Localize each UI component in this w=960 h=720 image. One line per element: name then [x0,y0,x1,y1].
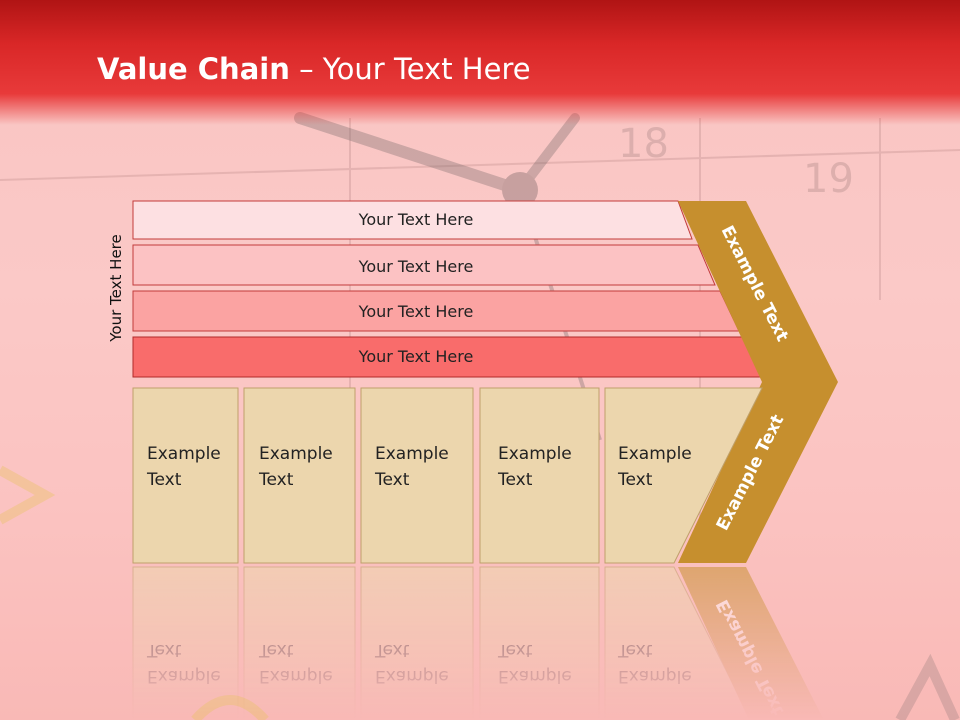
primary-box-line1: Example [147,444,221,464]
svg-text:Example: Example [259,666,333,686]
support-row: Your Text Here [132,244,716,286]
svg-text:Text: Text [617,640,653,660]
primary-box-shape [360,387,474,564]
primary-box-shape [243,387,356,564]
primary-box-line1: Example [259,444,333,464]
title-rest: – Your Text Here [289,52,531,86]
svg-text:Text: Text [258,640,294,660]
title-bar [0,0,960,125]
primary-box-shape [132,387,239,564]
svg-text:Example: Example [147,666,221,686]
primary-box-line2: Text [146,470,182,490]
primary-box-line2: Text [258,470,294,490]
margin-chevron [678,201,838,563]
svg-text:19: 19 [803,156,854,202]
svg-text:Text: Text [146,640,182,660]
support-row-label: Your Text Here [358,257,474,276]
primary-box: Example Text [360,387,474,564]
support-row-label: Your Text Here [358,347,474,366]
support-row: Your Text Here [132,200,693,240]
primary-box-line1: Example [618,444,692,464]
primary-box-line2: Text [374,470,410,490]
svg-text:Text: Text [374,640,410,660]
side-label: Your Text Here [107,234,125,342]
primary-box: Example Text [604,387,763,564]
support-row-label: Your Text Here [358,210,474,229]
svg-text:Example: Example [375,666,449,686]
svg-text:18: 18 [618,121,669,167]
primary-box-shape [604,387,763,564]
primary-box-line1: Example [498,444,572,464]
primary-box: Example Text [479,387,600,564]
primary-box: Example Text [132,387,239,564]
support-row: Your Text Here [132,290,740,332]
primary-box-line2: Text [617,470,653,490]
support-row-label: Your Text Here [358,302,474,321]
primary-box-shape [479,387,600,564]
support-row: Your Text Here [132,336,764,378]
reflection: Example Text Example Text Example Text Exam… [132,566,824,720]
primary-box-line1: Example [375,444,449,464]
svg-text:Text: Text [497,640,533,660]
primary-box: Example Text [243,387,356,564]
title-bold: Value Chain [97,52,290,86]
svg-text:Example: Example [498,666,572,686]
page-title: Value Chain – Your Text Here [97,52,531,86]
support-row-shape [132,244,716,286]
primary-box-line2: Text [497,470,533,490]
support-row-shape [132,200,693,240]
svg-text:Example: Example [618,666,692,686]
